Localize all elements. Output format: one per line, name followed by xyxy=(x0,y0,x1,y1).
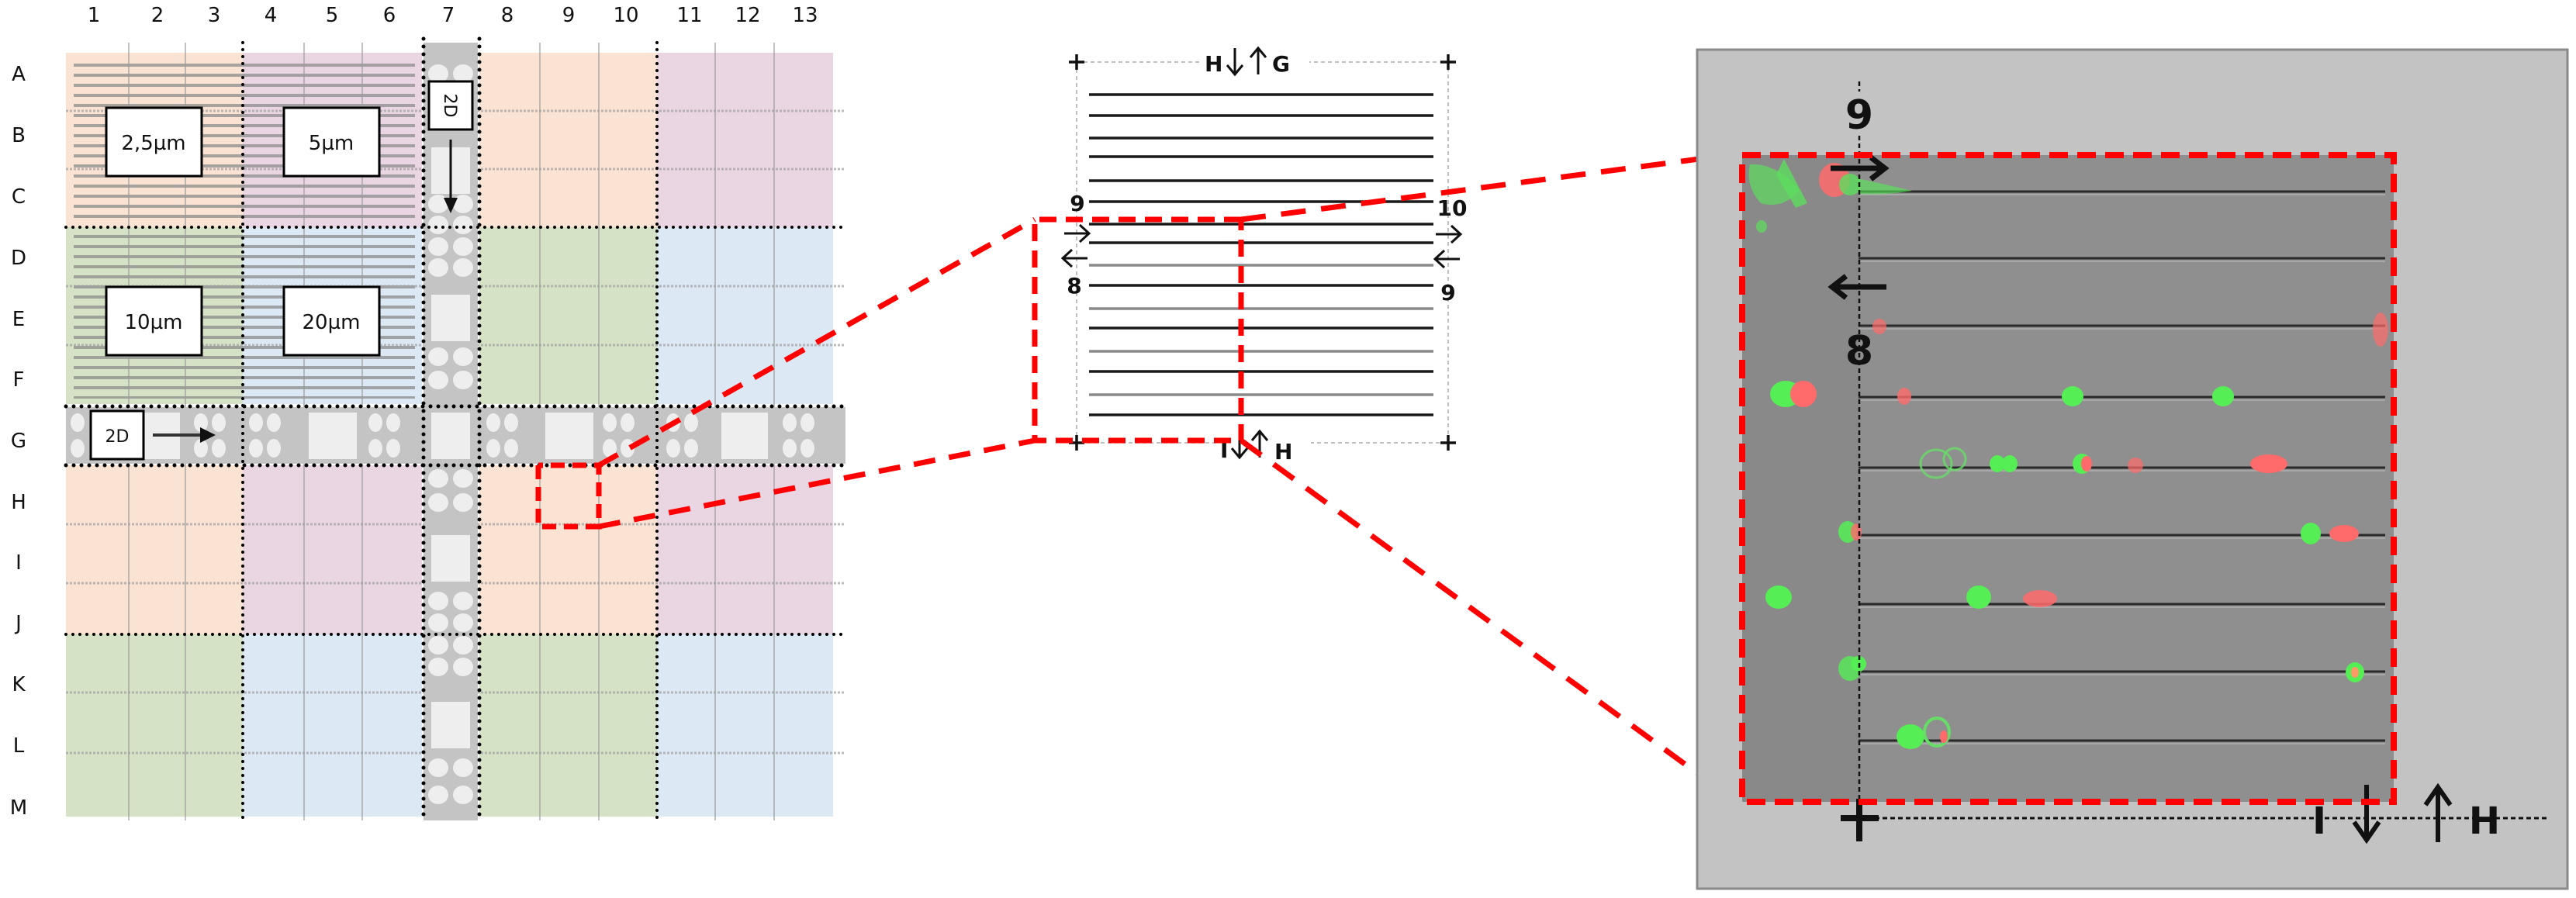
svg-text:H: H xyxy=(2469,800,2500,843)
bottom-direction-label: I H xyxy=(1218,429,1311,465)
micrograph-number-top: 9 xyxy=(1845,92,1873,139)
col-label: 1 xyxy=(88,4,101,27)
svg-text:9: 9 xyxy=(1070,191,1084,216)
col-label: 3 xyxy=(208,4,221,27)
row-label: H xyxy=(11,491,26,514)
row-label: J xyxy=(14,612,22,635)
row-label: G xyxy=(11,430,26,453)
row-label: E xyxy=(12,308,25,331)
row-label: F xyxy=(13,368,25,392)
col-label: 7 xyxy=(442,4,455,27)
fluorescent-cells xyxy=(1748,159,2388,749)
column-labels: 1 2 3 4 5 6 7 8 9 10 11 12 13 xyxy=(88,4,818,27)
col-label: 12 xyxy=(735,4,760,27)
row-label: K xyxy=(12,673,26,696)
svg-text:10: 10 xyxy=(1437,195,1468,221)
left-grid: 1 2 3 4 5 6 7 8 9 10 11 12 13 A B C D E … xyxy=(10,4,848,823)
svg-text:H: H xyxy=(1205,51,1222,77)
row-labels: A B C D E F G H I J K L M xyxy=(10,63,27,820)
zoom-connector-lines-1 xyxy=(597,216,1036,530)
svg-text:G: G xyxy=(1272,51,1290,77)
label-2-5um: 2,5µm xyxy=(105,106,203,178)
middle-diagram: H G 9 8 xyxy=(1032,46,1468,465)
label-20um: 20µm xyxy=(282,285,381,357)
arrow-down-icon xyxy=(444,198,458,213)
arrow-left-icon xyxy=(1827,274,1886,300)
col-label: 9 xyxy=(562,4,576,27)
label-5um: 5µm xyxy=(282,106,381,178)
micrograph-number-middle: 8 xyxy=(1845,328,1873,375)
svg-text:H: H xyxy=(1274,439,1292,465)
vertical-2d-label: 2D xyxy=(440,94,459,118)
svg-text:I: I xyxy=(2312,800,2326,843)
arrow-up-icon xyxy=(2423,782,2453,842)
zoom-selection-middle xyxy=(1032,216,1244,444)
col-label: 10 xyxy=(613,4,638,27)
col-label: 6 xyxy=(383,4,396,27)
row-label: C xyxy=(12,185,26,209)
dotted-boundaries xyxy=(64,36,848,823)
horizontal-2d-label: 2D xyxy=(105,427,130,447)
row-label: B xyxy=(12,124,26,147)
zoom-selection-micrograph xyxy=(1739,152,2397,805)
corner-crosses xyxy=(1069,54,1456,451)
horizontal-2d-indicator: 2D xyxy=(89,409,216,461)
arrow-right-icon xyxy=(1436,224,1463,244)
right-micrograph: 9 8 I H xyxy=(1696,48,2569,890)
svg-text:I: I xyxy=(1220,437,1228,463)
right-side-markers: 10 9 xyxy=(1433,195,1468,306)
arrow-down-icon xyxy=(1226,48,1244,77)
vertical-2d-indicator: 2D xyxy=(427,80,474,213)
svg-text:5µm: 5µm xyxy=(309,132,354,155)
row-label: A xyxy=(12,63,26,86)
row-label: I xyxy=(16,551,22,575)
arrow-up-icon xyxy=(1249,46,1267,74)
zoom-connector-lines-2 xyxy=(1239,150,1742,806)
svg-text:8: 8 xyxy=(1067,273,1081,299)
col-label: 8 xyxy=(501,4,514,27)
spacing-label-boxes: 2,5µm 5µm 10µm 20µm xyxy=(105,106,381,357)
left-side-markers: 9 8 xyxy=(1060,191,1091,299)
svg-text:2,5µm: 2,5µm xyxy=(121,132,185,155)
row-label: M xyxy=(10,796,27,820)
svg-text:9: 9 xyxy=(1440,280,1455,306)
svg-text:20µm: 20µm xyxy=(303,311,361,334)
micrograph-bottom-labels: I H xyxy=(2312,782,2500,844)
arrow-right-icon xyxy=(1064,223,1091,243)
diagram-frame xyxy=(1076,61,1449,444)
col-label: 5 xyxy=(326,4,339,27)
col-label: 13 xyxy=(792,4,818,27)
arrow-right-icon xyxy=(1831,155,1890,181)
top-direction-label: H G xyxy=(1201,46,1309,77)
label-10um: 10µm xyxy=(105,285,203,357)
arrow-down-icon xyxy=(2352,785,2381,844)
microgroove-lines xyxy=(1089,93,1433,416)
micrograph-groove-highlights xyxy=(1859,194,2385,744)
col-label: 2 xyxy=(151,4,164,27)
col-label: 4 xyxy=(265,4,278,27)
col-label: 11 xyxy=(676,4,702,27)
row-label: L xyxy=(13,734,25,758)
arrow-left-icon xyxy=(1060,248,1087,268)
arrow-right-icon xyxy=(200,427,216,443)
origin-cross-icon xyxy=(1841,799,1879,841)
svg-text:10µm: 10µm xyxy=(125,311,183,334)
row-label: D xyxy=(11,247,26,270)
arrow-left-icon xyxy=(1433,249,1460,269)
